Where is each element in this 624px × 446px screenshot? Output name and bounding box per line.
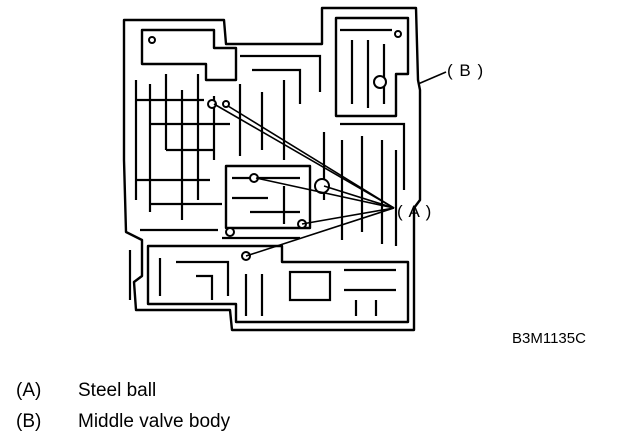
valve-body-outline: [122, 6, 422, 332]
legend-key: (B): [16, 411, 42, 432]
callout-label-b: ( B ): [447, 61, 485, 80]
valve-body-diagram: [122, 6, 447, 332]
legend-item-b: (B) Middle valve body: [16, 411, 230, 433]
legend-item-a: (A) Steel ball: [16, 380, 156, 402]
fluid-passages: [128, 28, 406, 316]
legend-text: Middle valve body: [78, 411, 231, 432]
leader-lines-a: [213, 103, 395, 257]
legend-key: (A): [16, 380, 42, 401]
leader-line-b: [417, 71, 447, 85]
figure-code: B3M1135C: [512, 330, 586, 347]
callout-label-a: ( A ): [397, 202, 433, 221]
legend-text: Steel ball: [78, 380, 157, 401]
